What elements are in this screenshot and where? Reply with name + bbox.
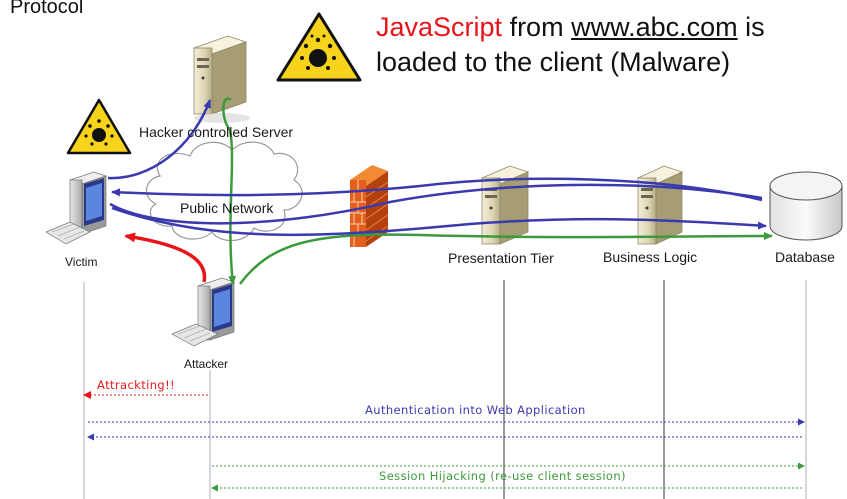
database-label: Database	[775, 249, 835, 265]
headline-is: is	[737, 12, 765, 42]
business-logic-server-icon	[636, 165, 684, 245]
database-icon	[769, 171, 843, 241]
authentication-message-label: Authentication into Web Application	[365, 403, 586, 417]
business-logic-label: Business Logic	[603, 249, 698, 265]
headline-line2: loaded to the client (Malware)	[376, 47, 731, 77]
red-attack-arrow	[124, 232, 207, 283]
public-network-cloud	[145, 141, 303, 242]
session-hijacking-message-label: Session Hijacking (re-use client session…	[379, 469, 626, 483]
hacker-server-icon	[192, 35, 250, 123]
hazard-warning-small-icon	[66, 98, 132, 155]
green-exfiltration-arrow	[222, 97, 237, 285]
headline-domain-link: www.abc.com	[571, 12, 738, 42]
public-network-label: Public Network	[180, 200, 274, 216]
hazard-warning-icon	[276, 12, 362, 82]
attacker-pc-icon	[171, 277, 236, 347]
flow-arrows	[107, 97, 773, 285]
hacker-server-label: Hacker controlled Server	[139, 124, 294, 140]
victim-label: Victim	[65, 255, 98, 269]
attacker-label: Attacker	[184, 357, 229, 371]
attacking-message-label: Attrackting!!	[97, 378, 176, 392]
blue-auth-arrow	[111, 206, 767, 237]
protocol-label: Protocol	[10, 0, 84, 18]
green-hijack-arrow	[239, 232, 773, 285]
blue-request-arrow	[109, 183, 763, 225]
presentation-tier-label: Presentation Tier	[448, 250, 554, 266]
headline-from: from	[502, 12, 572, 42]
headline-highlight: JavaScript	[376, 12, 503, 42]
presentation-server-icon	[480, 165, 530, 245]
malware-load-arrow	[107, 99, 212, 180]
headline: JavaScript from www.abc.com is loaded to…	[376, 10, 765, 80]
sequence-messages	[83, 391, 805, 492]
blue-response-arrow	[111, 177, 763, 202]
lifelines	[83, 280, 807, 499]
victim-pc-icon	[45, 171, 108, 245]
